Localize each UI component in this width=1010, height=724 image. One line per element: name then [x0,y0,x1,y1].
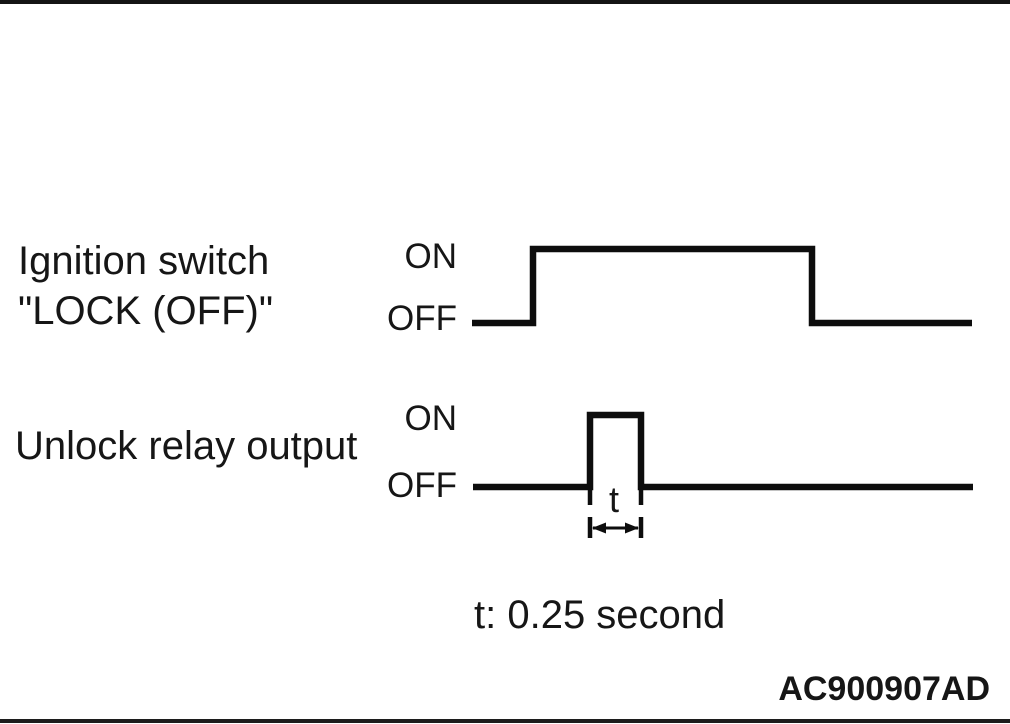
signal-label-line-1: Ignition switch [18,239,270,283]
waveform-unlock-relay-output [473,411,973,491]
relay-off-label: OFF [387,466,457,505]
timing-note: t: 0.25 second [474,593,726,637]
waveform-ignition-switch-lock-off [472,245,972,327]
signal-label-line-1: Unlock relay output [15,424,358,468]
figure-code: AC900907AD [778,670,990,708]
top-border-bar [0,0,1010,4]
dimension-label-t: t [608,479,619,520]
arrowhead-right-icon [625,522,639,534]
signal-label-ignition-switch: Ignition switch "LOCK (OFF)" [18,236,273,336]
relay-on-label: ON [404,399,458,438]
bottom-border-bar [0,719,1010,723]
ignition-on-label: ON [404,237,458,276]
arrowhead-left-icon [592,522,606,534]
signal-label-line-2: "LOCK (OFF)" [18,289,274,333]
ignition-off-label: OFF [387,299,457,338]
signal-label-unlock-relay: Unlock relay output [15,421,357,471]
